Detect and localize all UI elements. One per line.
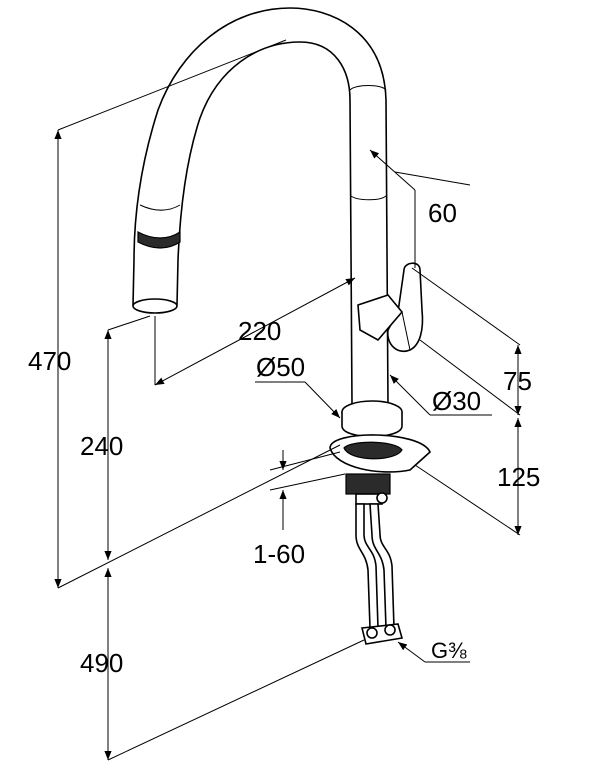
label-470: 470 — [28, 346, 71, 376]
dimension-lines — [54, 39, 522, 761]
threaded-shank — [345, 473, 391, 495]
leader-o30 — [389, 374, 431, 416]
hose-fitting-right — [384, 624, 396, 636]
label-o50: Ø50 — [256, 352, 305, 382]
ext-line-bottom — [107, 639, 365, 761]
spray-head-line-1 — [139, 204, 181, 211]
ext-line-deck-bottom — [269, 473, 346, 491]
ext-line-deck-top — [269, 451, 341, 471]
ext-line-handle-top — [411, 267, 521, 346]
label-60: 60 — [428, 198, 457, 228]
leader-60 — [394, 171, 471, 186]
spray-head-band — [137, 230, 181, 249]
label-o30: Ø30 — [432, 386, 481, 416]
hose-fitting-left — [366, 627, 378, 639]
label-g38: G⅜ — [431, 638, 467, 663]
leader-o50 — [304, 381, 341, 419]
label-240: 240 — [80, 431, 123, 461]
deck-plate-gasket — [343, 441, 403, 460]
spout-joint-line — [349, 85, 387, 91]
ext-line-spout-tip — [107, 315, 151, 331]
label-75: 75 — [503, 366, 532, 396]
handle-lever — [387, 262, 424, 352]
spray-head-nozzle — [132, 298, 178, 314]
fixing-screw — [376, 492, 388, 504]
dim-line-220 — [154, 277, 356, 386]
label-490: 490 — [80, 648, 123, 678]
ext-line-body-top — [419, 339, 521, 416]
leader-g38 — [397, 641, 426, 663]
body-band-line — [350, 195, 387, 201]
base-ring — [341, 412, 403, 438]
ext-line-top — [57, 39, 287, 131]
label-220: 220 — [238, 316, 281, 346]
label-125: 125 — [497, 462, 540, 492]
handle-edge — [401, 311, 411, 351]
ext-line-deck-right — [414, 464, 521, 536]
ext-line-deck — [57, 444, 341, 589]
dimension-labels: 470 240 490 220 60 75 125 Ø50 Ø30 1-60 G… — [28, 198, 540, 678]
dim-line-60 — [369, 149, 416, 191]
label-1-60: 1-60 — [253, 539, 305, 569]
handle-mount — [357, 294, 404, 342]
